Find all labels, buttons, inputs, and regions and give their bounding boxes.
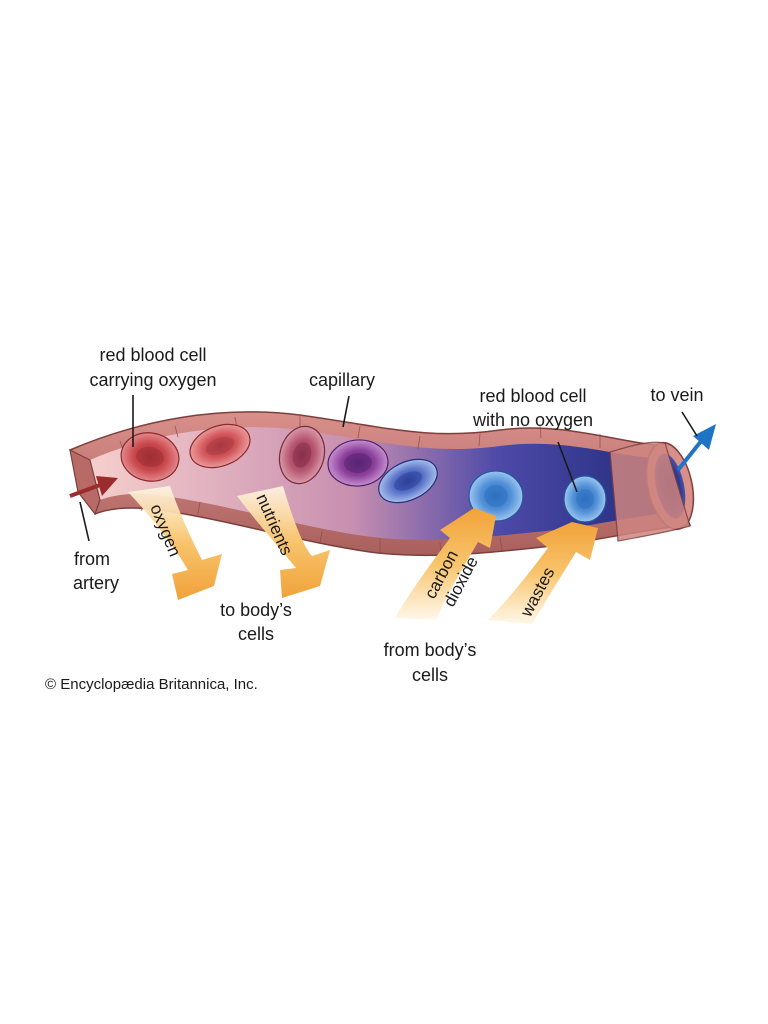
- label-rbc-oxygen-line1: red blood cell: [99, 345, 206, 365]
- rbc-oxygenated-1: [120, 432, 180, 482]
- rbc-deoxygenated-2: [468, 470, 524, 522]
- vessel-right-tube: [609, 441, 691, 542]
- label-to-body-cells-line1: to body’s: [220, 600, 292, 620]
- label-from-artery-line1: from: [74, 549, 110, 569]
- label-rbc-no-oxygen-line1: red blood cell: [479, 386, 586, 406]
- rbc-transition-2: [327, 439, 389, 487]
- rbc-deoxygenated-3: [563, 475, 607, 523]
- leader-capillary: [342, 395, 350, 428]
- red-blood-cells: [120, 423, 607, 523]
- leader-from-artery: [79, 501, 90, 542]
- label-from-artery-line2: artery: [73, 573, 119, 593]
- artery-inflow-arrow: [69, 476, 118, 498]
- labels: red blood cell carrying oxygen capillary…: [45, 345, 704, 693]
- rbc-deoxygenated-1: [378, 458, 438, 504]
- rbc-oxygenated-2: [189, 423, 251, 469]
- copyright-notice: © Encyclopædia Britannica, Inc.: [45, 676, 258, 693]
- vessel-cut-end-left: [69, 448, 101, 516]
- label-from-body-cells-line2: cells: [412, 665, 448, 685]
- vein-outflow-arrow: [676, 424, 716, 472]
- leader-rbc-no-oxygen: [557, 441, 578, 493]
- label-capillary: capillary: [309, 370, 375, 390]
- label-rbc-oxygen-line2: carrying oxygen: [89, 370, 216, 390]
- label-rbc-no-oxygen-line2: with no oxygen: [472, 410, 593, 430]
- rbc-transition-1: [278, 425, 326, 485]
- leader-lines: [79, 395, 698, 542]
- leader-to-vein: [681, 411, 698, 437]
- label-from-body-cells-line1: from body’s: [384, 640, 477, 660]
- label-to-vein: to vein: [650, 385, 703, 405]
- label-to-body-cells-line2: cells: [238, 624, 274, 644]
